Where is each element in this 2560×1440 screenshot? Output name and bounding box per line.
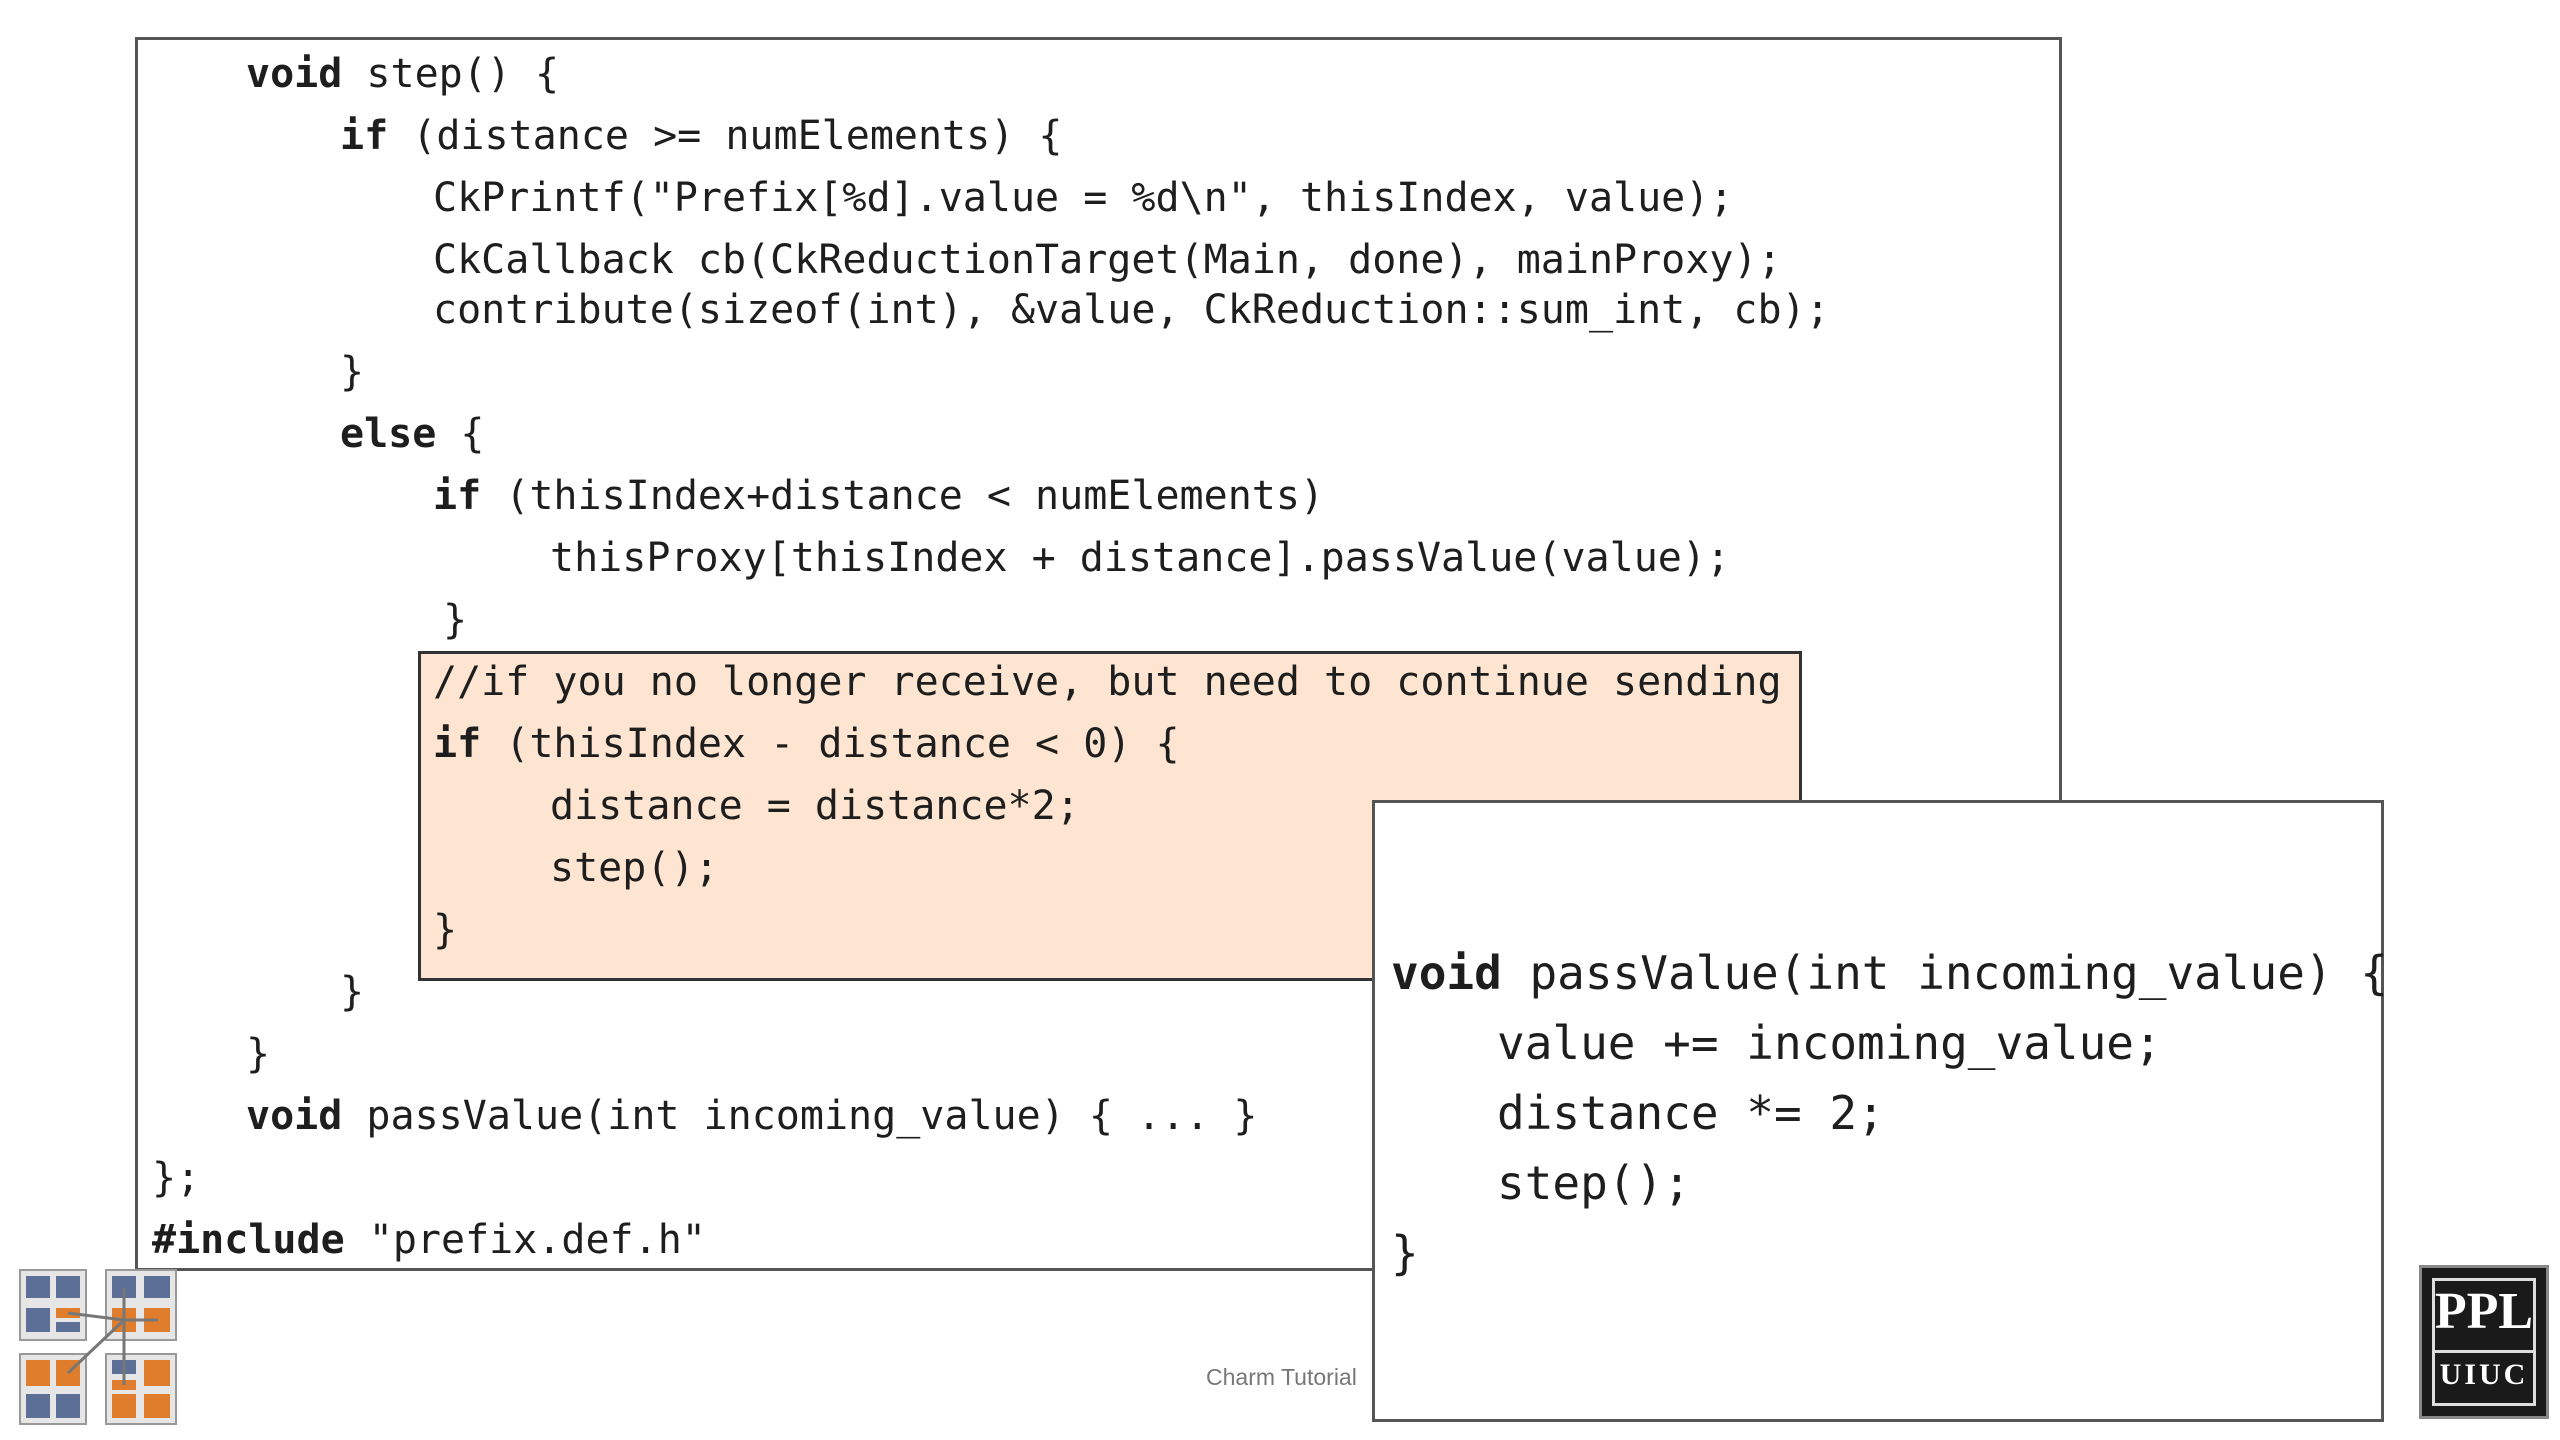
- code-line: }: [443, 597, 468, 643]
- code-line: if (distance >= numElements) {: [340, 113, 1063, 159]
- ppl-logo-frame: [2432, 1278, 2536, 1406]
- code-line: }: [246, 1031, 271, 1077]
- popup-code-line: value += incoming_value;: [1497, 1016, 2162, 1070]
- ppl-logo-divider: [2434, 1350, 2534, 1353]
- code-line: #include "prefix.def.h": [152, 1217, 706, 1263]
- code-line: };: [152, 1155, 201, 1201]
- ppl-logo-top-text: PPL: [2434, 1283, 2534, 1340]
- code-line: CkPrintf("Prefix[%d].value = %d\n", this…: [433, 175, 1734, 221]
- code-line: contribute(sizeof(int), &value, CkReduct…: [433, 287, 1830, 333]
- code-line: }: [340, 969, 365, 1015]
- pass-value-popup-panel: void passValue(int incoming_value) { val…: [1372, 800, 2388, 1422]
- footer-caption: Charm Tutorial: [1206, 1364, 1357, 1390]
- popup-code-line: step();: [1497, 1156, 1691, 1210]
- code-line: }: [340, 349, 365, 395]
- code-line: CkCallback cb(CkReductionTarget(Main, do…: [433, 237, 1782, 283]
- code-line: void step() {: [246, 51, 560, 97]
- code-line: if (thisIndex+distance < numElements): [433, 473, 1325, 519]
- code-line: distance = distance*2;: [550, 783, 1080, 829]
- popup-code-line: distance *= 2;: [1497, 1086, 1885, 1140]
- ppl-logo-bottom-text: UIUC: [2439, 1358, 2529, 1391]
- code-line: else {: [340, 411, 485, 457]
- popup-code-line: void passValue(int incoming_value) {: [1391, 946, 2388, 1000]
- code-comment-line: //if you no longer receive, but need to …: [433, 659, 1782, 705]
- code-line: void passValue(int incoming_value) { ...…: [246, 1093, 1258, 1139]
- charm-grid-logo-icon: [18, 1268, 178, 1426]
- code-line: thisProxy[thisIndex + distance].passValu…: [550, 535, 1731, 581]
- code-line: }: [433, 907, 458, 953]
- code-line: if (thisIndex - distance < 0) {: [433, 721, 1180, 767]
- ppl-uiuc-logo: PPL UIUC: [2419, 1265, 2549, 1419]
- code-line: step();: [550, 845, 719, 891]
- popup-code-line: }: [1391, 1226, 1419, 1280]
